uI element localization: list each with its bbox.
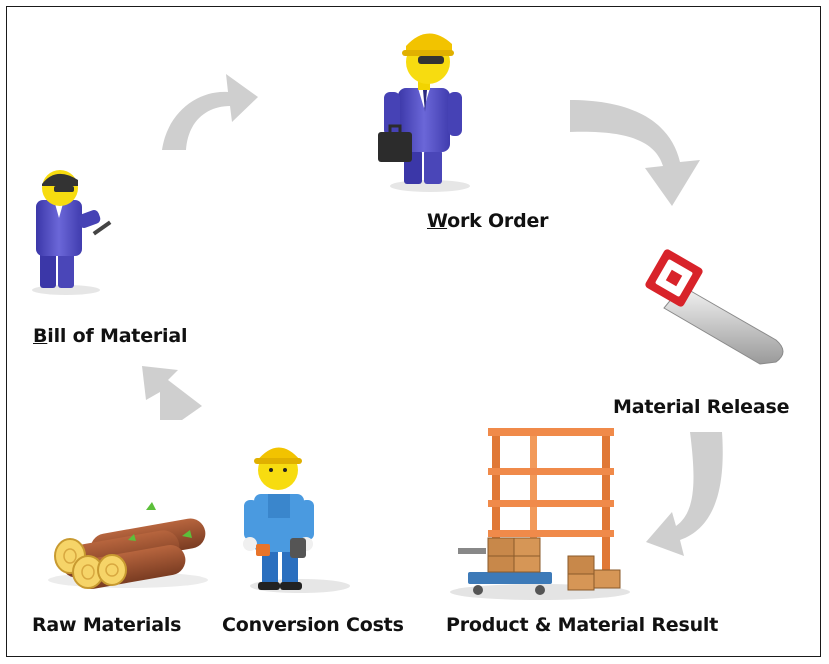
raw-materials-label[interactable]: Raw Materials — [32, 614, 182, 636]
chainsaw-icon — [645, 249, 784, 365]
arrow-work-order-to-release — [570, 100, 700, 206]
work-order-accelerator: W — [427, 210, 448, 232]
businessman-with-hardhat-and-briefcase-icon — [378, 33, 470, 192]
work-order-label[interactable]: Work Order — [427, 210, 549, 232]
arrow-release-to-product — [646, 432, 723, 556]
product-material-result-label[interactable]: Product & Material Result — [446, 614, 719, 636]
logs-icon — [48, 502, 208, 589]
bill-of-material-label-text: ill of Material — [47, 325, 188, 347]
arrow-bom-to-work-order — [162, 74, 258, 150]
arrow-raw-to-bom — [142, 366, 202, 420]
work-order-label-text: ork Order — [447, 210, 549, 232]
clerk-with-clipboard-icon — [32, 170, 112, 295]
worker-with-paint-can-icon — [243, 447, 350, 593]
conversion-costs-label[interactable]: Conversion Costs — [222, 614, 404, 636]
material-release-label[interactable]: Material Release — [613, 396, 790, 418]
bill-of-material-accelerator: B — [33, 325, 48, 347]
bill-of-material-label[interactable]: Bill of Material — [33, 325, 188, 347]
warehouse-shelf-with-boxes-icon — [450, 428, 630, 600]
